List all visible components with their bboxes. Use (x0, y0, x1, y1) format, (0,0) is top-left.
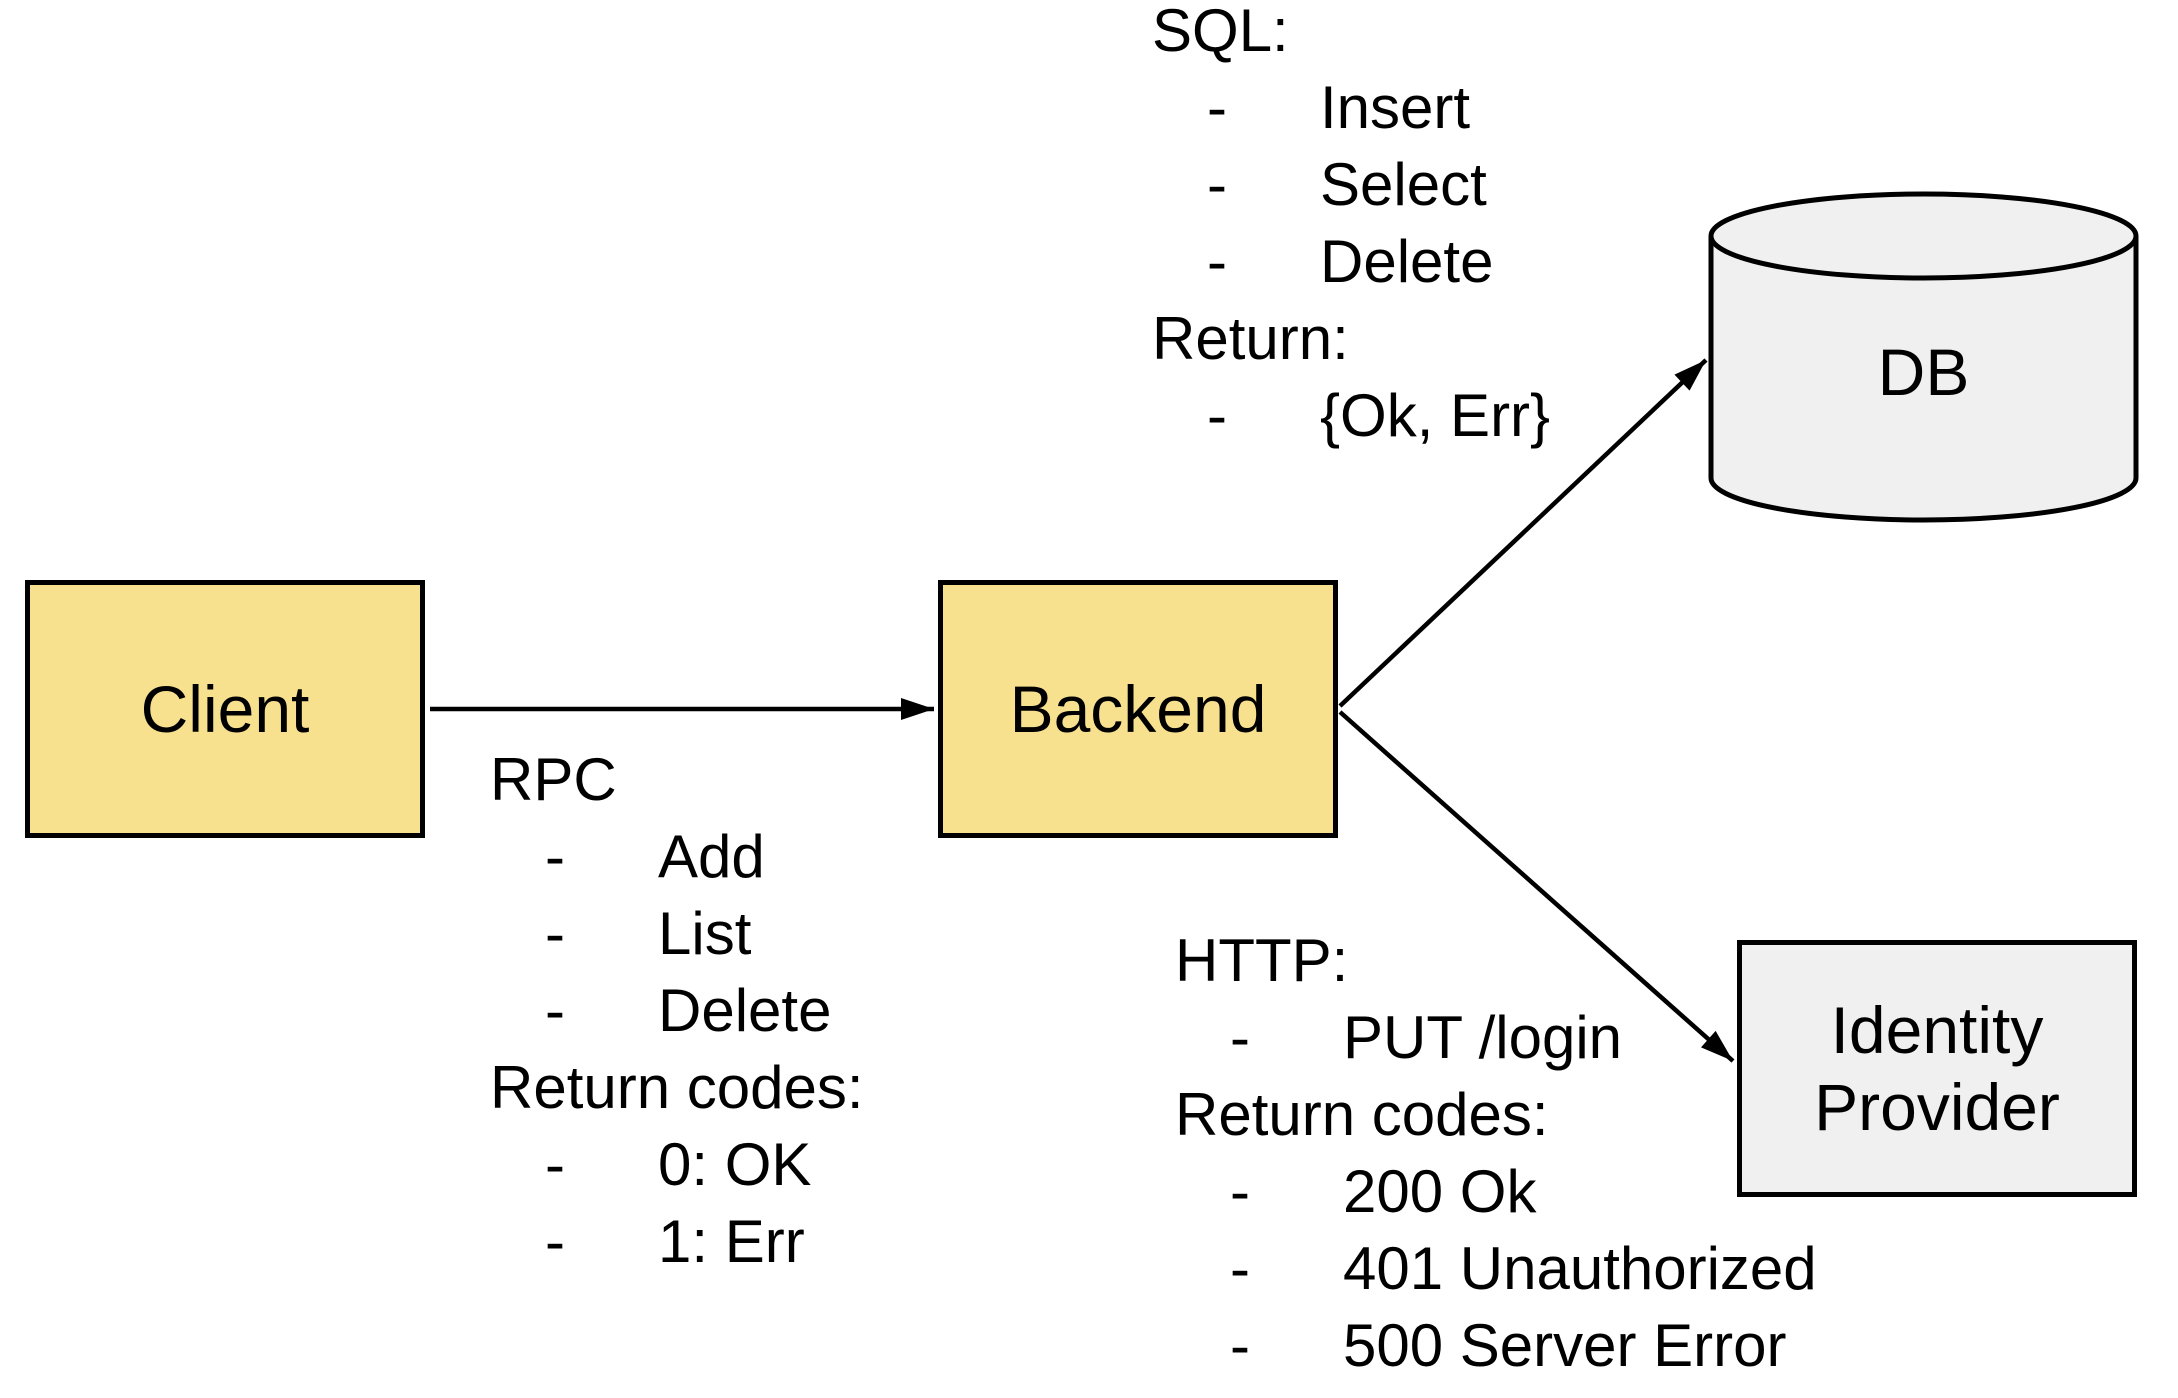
db-cylinder-body (1708, 236, 2139, 523)
note-text: Select (1320, 151, 1487, 218)
backend-db-arrow (1338, 358, 1708, 708)
note-rpc-item: - 1: Err (490, 1203, 864, 1280)
note-rpc: RPC - Add - List - Delete Return codes: - 0:… (490, 741, 864, 1280)
note-http-item: - 200 Ok (1175, 1153, 1817, 1230)
note-sql-item: - Insert (1152, 69, 1550, 146)
note-text: RPC (490, 746, 617, 813)
db-cylinder-top (1708, 191, 2139, 281)
identity-provider-label-line-1: Identity (1830, 992, 2044, 1067)
note-http-head: HTTP: (1175, 922, 1817, 999)
note-rpc-head: RPC (490, 741, 864, 818)
note-http: HTTP: -PUT /login Return codes: -200 Ok … (1175, 922, 1817, 1384)
note-text: 401 Unauthorized (1343, 1235, 1817, 1302)
note-sql-head: SQL: (1152, 0, 1550, 69)
db-label-text: DB (1877, 335, 1970, 409)
client-node: Client (25, 580, 425, 838)
note-sql-return-head: Return: (1152, 300, 1550, 377)
note-sql-item: - Select (1152, 146, 1550, 223)
note-text: Return codes: (1175, 1081, 1549, 1148)
db-cylinder (1708, 191, 2139, 523)
note-text: Delete (658, 977, 832, 1044)
note-text: Delete (1320, 228, 1494, 295)
backend-label: Backend (1009, 671, 1267, 746)
bullet-dash: - (545, 900, 565, 967)
identity-provider-label-line-2: Provider (1814, 1069, 2060, 1144)
backend-node: Backend (938, 580, 1338, 838)
bullet-dash: - (545, 823, 565, 890)
bullet-dash: - (1230, 1004, 1250, 1071)
note-text: 1: Err (658, 1208, 805, 1275)
bullet-dash: - (1207, 151, 1227, 218)
identity-provider-node: Identity Provider (1737, 940, 2137, 1197)
bullet-dash: - (545, 1208, 565, 1275)
note-http-item: - 500 Server Error (1175, 1307, 1817, 1384)
note-text: Add (658, 823, 765, 890)
db-label: DB (1711, 334, 2136, 411)
note-text: HTTP: (1175, 927, 1349, 994)
note-text: {Ok, Err} (1320, 382, 1551, 449)
note-rpc-item: - 0: OK (490, 1126, 864, 1203)
note-rpc-item: - Delete (490, 972, 864, 1049)
note-sql: SQL: - Insert - Select - Delete Return: - {O… (1152, 0, 1550, 454)
note-rpc-return-head: Return codes: (490, 1049, 864, 1126)
bullet-dash: - (1230, 1235, 1250, 1302)
client-label: Client (140, 671, 310, 746)
note-text: PUT /login (1343, 1004, 1623, 1071)
bullet-dash: - (1230, 1312, 1250, 1379)
note-text: 200 Ok (1343, 1158, 1537, 1225)
note-rpc-item: - List (490, 895, 864, 972)
note-sql-item: - {Ok, Err} (1152, 377, 1550, 454)
note-text: 0: OK (658, 1131, 812, 1198)
note-text: Insert (1320, 74, 1471, 141)
bullet-dash: - (545, 1131, 565, 1198)
bullet-dash: - (545, 977, 565, 1044)
note-text: Return: (1152, 305, 1349, 372)
bullet-dash: - (1207, 228, 1227, 295)
note-text: List (658, 900, 752, 967)
note-http-return-head: Return codes: (1175, 1076, 1817, 1153)
bullet-dash: - (1207, 74, 1227, 141)
note-text: 500 Server Error (1343, 1312, 1787, 1379)
note-rpc-item: - Add (490, 818, 864, 895)
note-http-item: - 401 Unauthorized (1175, 1230, 1817, 1307)
backend-identity-provider-arrow (1338, 710, 1735, 1063)
note-http-item: - PUT /login (1175, 999, 1817, 1076)
bullet-dash: - (1207, 382, 1227, 449)
bullet-dash: - (1230, 1158, 1250, 1225)
note-sql-item: - Delete (1152, 223, 1550, 300)
note-text: Return codes: (490, 1054, 864, 1121)
note-text: SQL: (1152, 0, 1289, 64)
